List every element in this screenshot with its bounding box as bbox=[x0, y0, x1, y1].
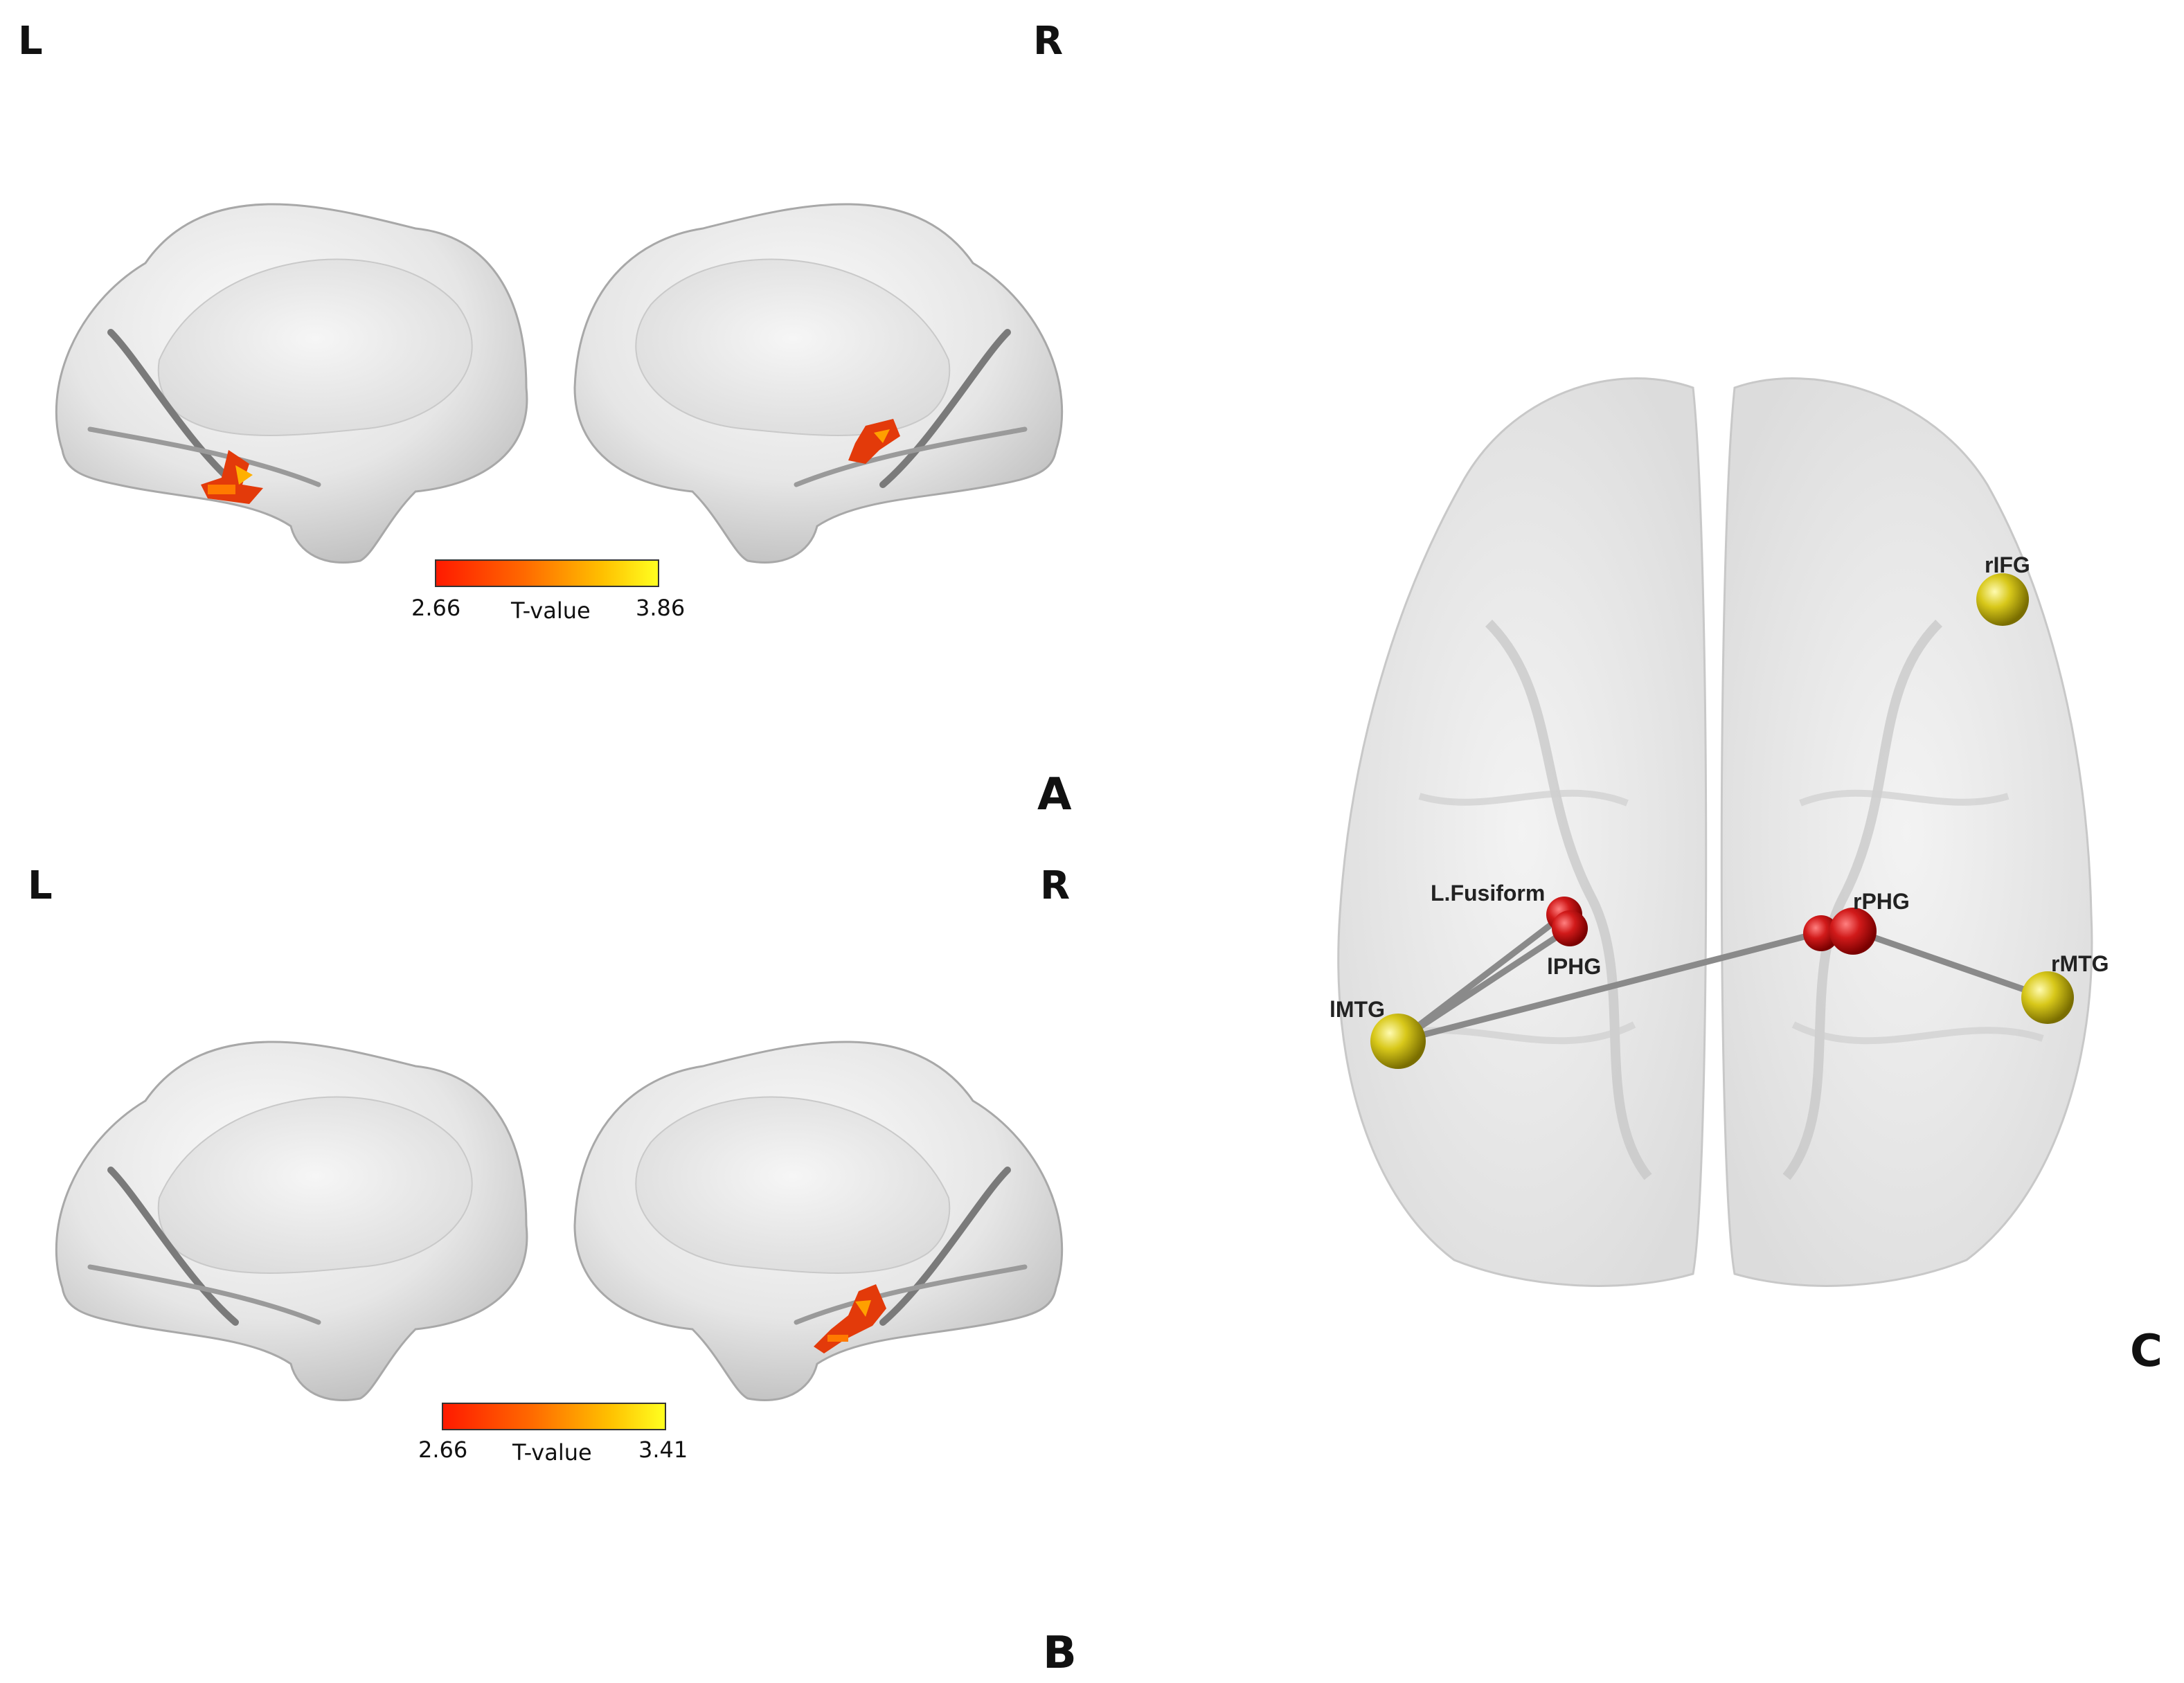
connectivity-edges bbox=[1395, 911, 2051, 1045]
activation-cluster-a-right bbox=[848, 419, 900, 464]
glass-brain-c bbox=[1337, 377, 2093, 1287]
node-rifg bbox=[1976, 573, 2029, 626]
node-label-rphg: rPHG bbox=[1853, 889, 1910, 914]
left-hemisphere-label-b: L bbox=[28, 863, 53, 908]
node-label-l-fusiform: L.Fusiform bbox=[1431, 881, 1546, 906]
colorbar-a-max: 3.86 bbox=[636, 595, 686, 621]
brain-a-right-hemisphere bbox=[573, 203, 1064, 564]
colorbar-a-title: T-value bbox=[511, 597, 591, 624]
colorbar-b bbox=[442, 1403, 666, 1430]
colorbar-b-min: 2.66 bbox=[418, 1437, 468, 1463]
right-hemisphere-label-a: R bbox=[1033, 19, 1064, 64]
colorbar-a-min: 2.66 bbox=[411, 595, 461, 621]
panel-label-b: B bbox=[1043, 1628, 1077, 1679]
right-hemisphere-label-b: R bbox=[1040, 863, 1071, 908]
left-hemisphere-label-a: L bbox=[18, 19, 43, 64]
activation-cluster-a-left bbox=[201, 450, 263, 504]
colorbar-b-max: 3.41 bbox=[638, 1437, 688, 1463]
colorbar-b-title: T-value bbox=[512, 1439, 592, 1466]
edge-lmtg-lphg bbox=[1395, 925, 1573, 1045]
colorbar-a bbox=[435, 559, 659, 587]
edge-lmtg-rphg bbox=[1395, 930, 1821, 1045]
brain-a-left-hemisphere bbox=[55, 203, 528, 564]
node-label-rifg: rIFG bbox=[1985, 552, 2030, 577]
node-label-rmtg: rMTG bbox=[2051, 951, 2109, 976]
node-rmtg bbox=[2021, 971, 2074, 1024]
brain-b-left-hemisphere bbox=[55, 1041, 528, 1402]
edge-rphg-rmtg bbox=[1852, 928, 2051, 1001]
brain-b-right-hemisphere bbox=[573, 1041, 1064, 1402]
node-label-lphg: lPHG bbox=[1547, 954, 1602, 979]
node-label-lmtg: lMTG bbox=[1330, 997, 1385, 1022]
node-rphg-b bbox=[1829, 908, 1877, 955]
activation-cluster-b-right bbox=[814, 1284, 886, 1353]
node-rphg-a bbox=[1803, 915, 1839, 951]
node-lphg bbox=[1552, 910, 1588, 946]
node-lmtg bbox=[1370, 1014, 1426, 1069]
panel-label-c: C bbox=[2130, 1326, 2163, 1377]
panel-label-a: A bbox=[1037, 769, 1072, 820]
